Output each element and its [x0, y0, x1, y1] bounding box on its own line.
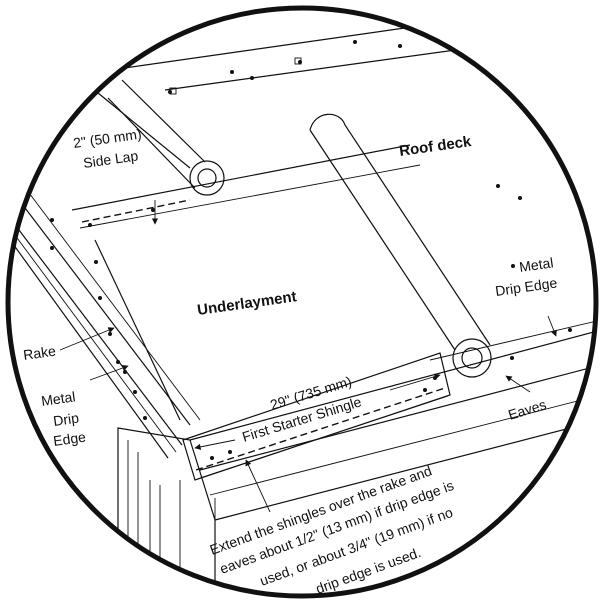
metal-drip-edge-left-label-line2: Drip — [52, 410, 80, 429]
right-roll-core — [461, 347, 483, 369]
rake-edge-inner — [8, 164, 201, 421]
left-roll-end — [189, 160, 225, 196]
left-roll-core — [197, 168, 217, 188]
starter-dimension-right — [389, 373, 441, 391]
right-roll-top-curve — [309, 113, 346, 131]
drip-edge-eaves — [214, 419, 596, 521]
right-roll-left-edge — [309, 129, 456, 351]
eaves-edge-2 — [199, 364, 596, 471]
metal-drip-edge-right-arrow — [547, 315, 557, 337]
metal-drip-edge-left-arrow — [89, 365, 129, 381]
side-lap-dashed-line — [81, 199, 191, 223]
eaves-arrow — [505, 375, 531, 393]
starter-shingle-underline — [199, 395, 449, 479]
eaves-label: Eaves — [506, 396, 548, 423]
metal-drip-edge-left-label-line3: Edge — [52, 429, 87, 449]
metal-drip-edge-right-label-line2: Drip Edge — [494, 274, 558, 299]
deck-seam-top — [164, 29, 596, 91]
rake-label: Rake — [22, 343, 57, 363]
drip-edge-rake-3 — [8, 225, 169, 459]
eaves-edge-1 — [189, 329, 596, 441]
magnifier-circle-border — [5, 5, 599, 599]
seam-marker-2 — [294, 57, 302, 65]
underlayment-course-2-edge — [79, 164, 421, 229]
side-lap-label-line2: Side Lap — [82, 147, 139, 171]
seam-marker-1 — [169, 87, 177, 95]
starter-shingle-panel — [182, 352, 451, 481]
note-arrow — [245, 459, 271, 513]
roof-deck-label: Roof deck — [398, 133, 473, 160]
drip-edge-rake-2 — [8, 214, 177, 453]
right-roll-end — [452, 338, 492, 378]
starter-dimension-left — [194, 439, 236, 450]
drip-edge-eaves-top — [429, 319, 596, 361]
eaves-edge-3 — [209, 394, 596, 496]
underlayment-left-boundary — [94, 239, 181, 421]
metal-drip-edge-left-label-line1: Metal — [40, 388, 76, 409]
underlayment-label: Underlayment — [196, 288, 297, 319]
drip-edge-rake-1 — [8, 204, 183, 446]
left-roll-top — [121, 79, 206, 163]
rake-arrow — [59, 327, 115, 351]
underlayment-course-1-edge — [71, 144, 411, 211]
right-roll-right-edge — [344, 124, 491, 346]
left-roll-bottom — [107, 97, 196, 189]
rake-edge-outer — [8, 174, 191, 426]
metal-drip-edge-right-label-line1: Metal — [518, 254, 554, 275]
